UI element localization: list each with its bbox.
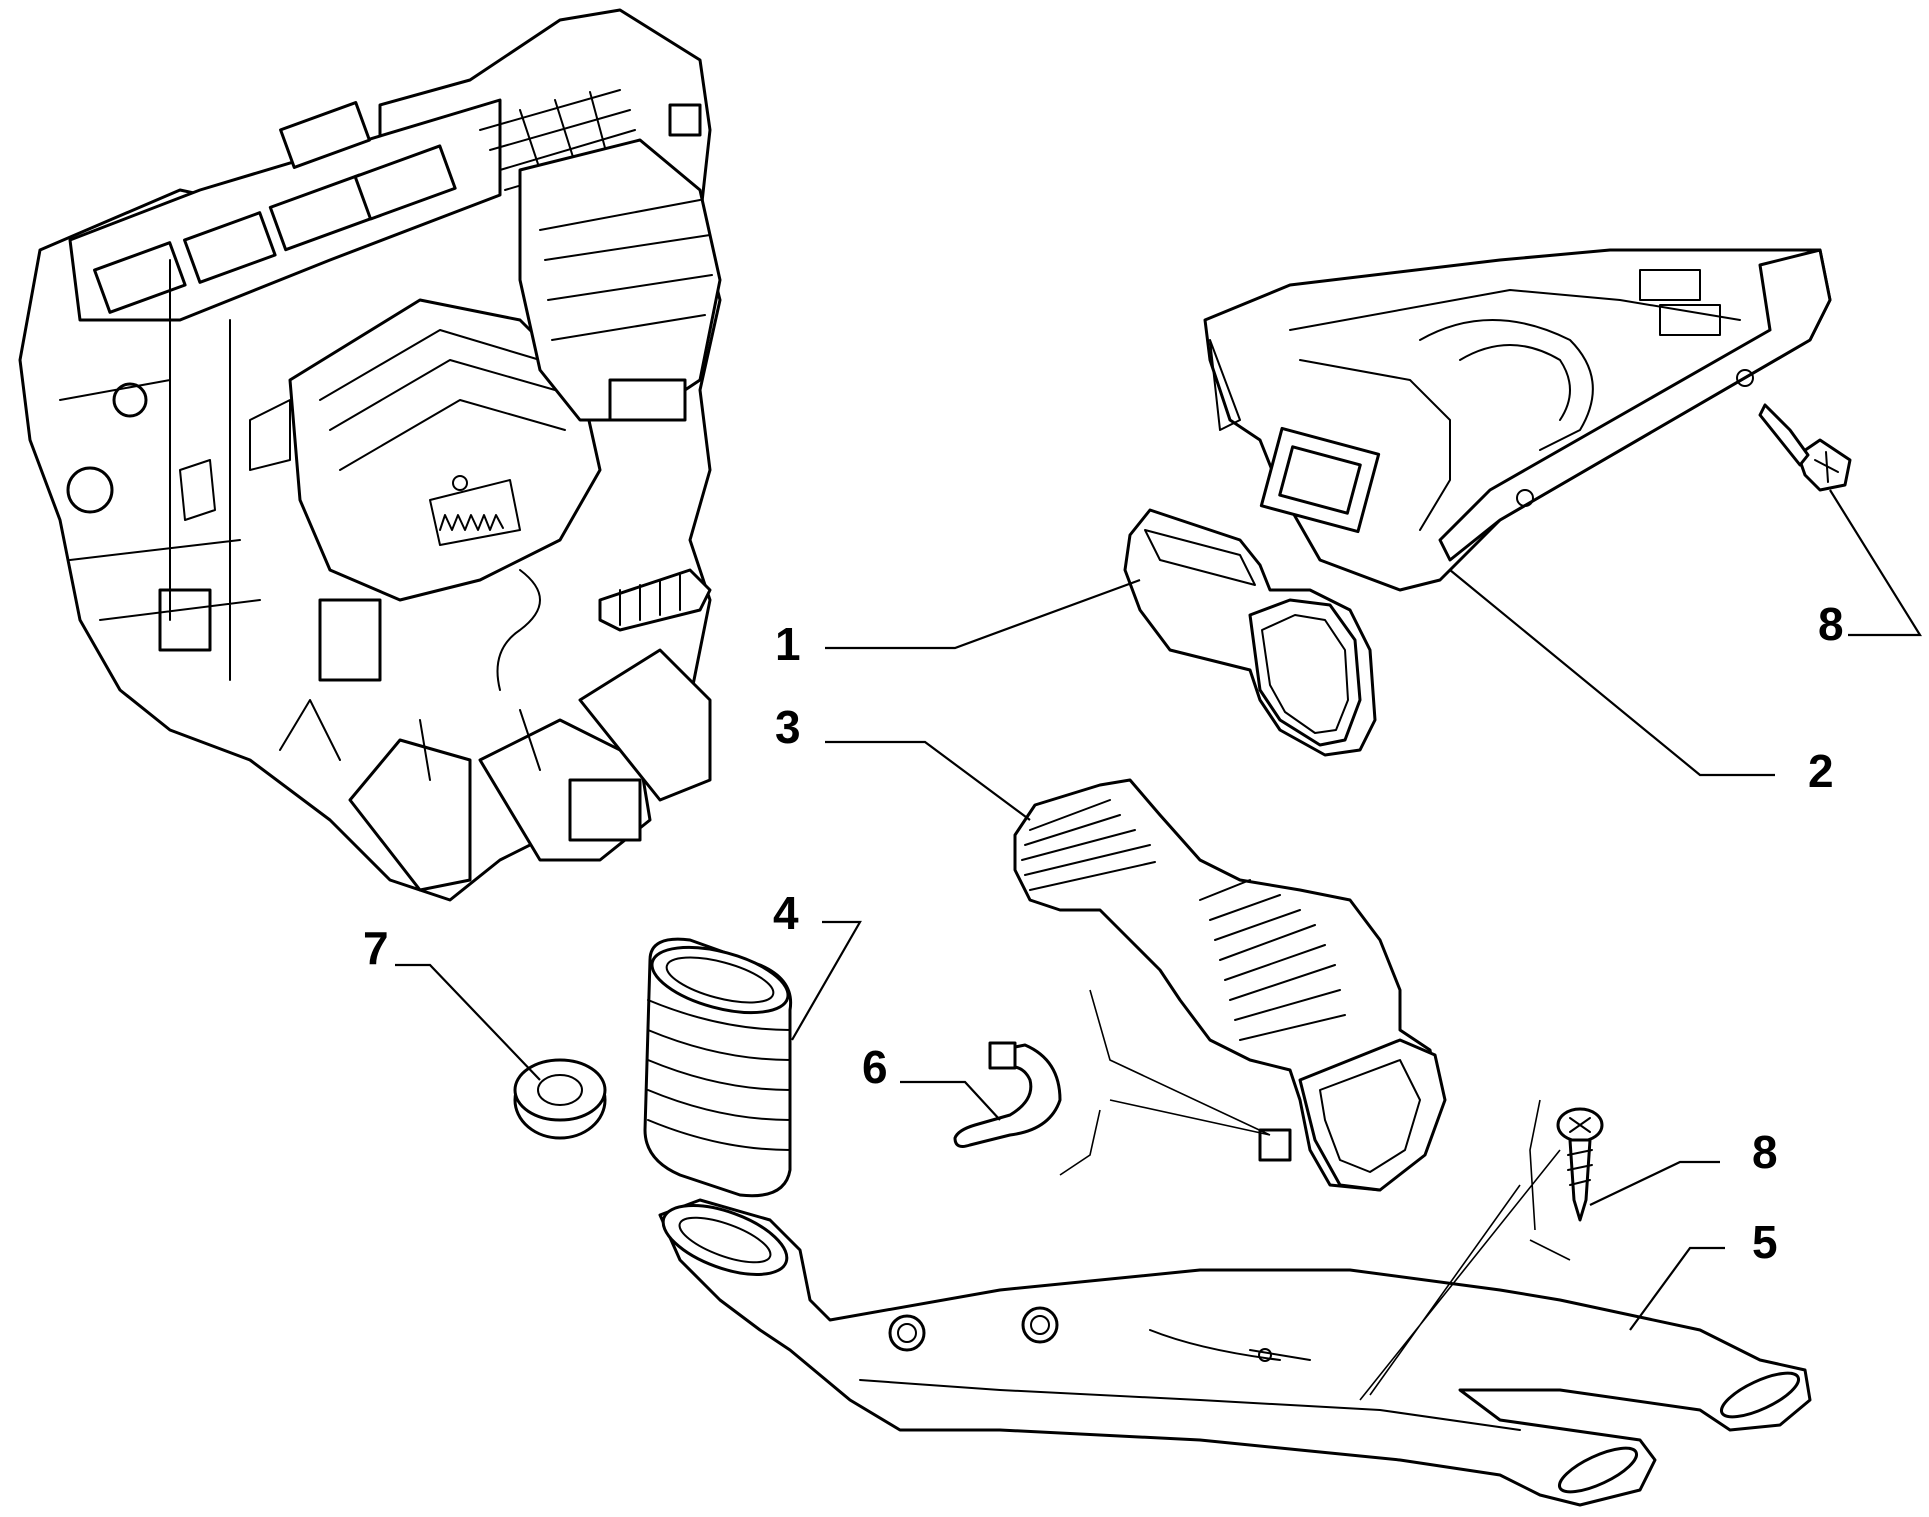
callout-4: 4 (773, 887, 799, 939)
part-4-bellows-sleeve (643, 937, 793, 1198)
callout-1: 1 (775, 618, 801, 670)
callout-8-lower: 8 (1752, 1126, 1778, 1178)
callout-8-upper: 8 (1818, 598, 1844, 650)
part-3-bellows-duct (1013, 778, 1447, 1192)
part-1-short-duct (1123, 508, 1377, 757)
part-8-screw-lower (1556, 1107, 1604, 1222)
part-6-cable-tie (953, 1041, 1062, 1148)
callout-5: 5 (1752, 1216, 1778, 1268)
part-2-duct-housing (1203, 248, 1832, 592)
callout-3: 3 (775, 701, 801, 753)
part-7-grommet (513, 1058, 607, 1140)
heater-blower-assembly (18, 8, 722, 902)
callout-labels: 1 2 3 4 5 6 7 8 8 (363, 598, 1844, 1268)
callout-2: 2 (1808, 745, 1834, 797)
callout-6: 6 (862, 1041, 888, 1093)
part-8-screw-upper (1758, 403, 1852, 492)
leader-lines (395, 489, 1922, 1401)
callout-7: 7 (363, 922, 389, 974)
part-5-floor-duct (658, 1198, 1812, 1507)
